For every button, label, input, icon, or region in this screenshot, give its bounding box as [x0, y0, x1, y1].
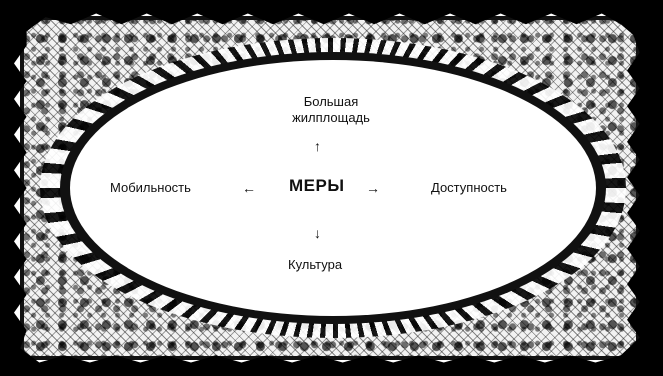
center-node-label: МЕРЫ [289, 176, 344, 196]
node-bottom-label: Культура [288, 257, 342, 273]
node-top-label: Большая жилплощадь [271, 94, 391, 126]
arrow-right-icon: → [366, 181, 380, 195]
node-left-label: Мобильность [110, 180, 191, 196]
node-right-label: Доступность [431, 180, 507, 196]
arrow-up-icon: ↑ [314, 139, 321, 153]
arrow-down-icon: ↓ [314, 226, 321, 240]
arrow-left-icon: ← [242, 181, 256, 195]
